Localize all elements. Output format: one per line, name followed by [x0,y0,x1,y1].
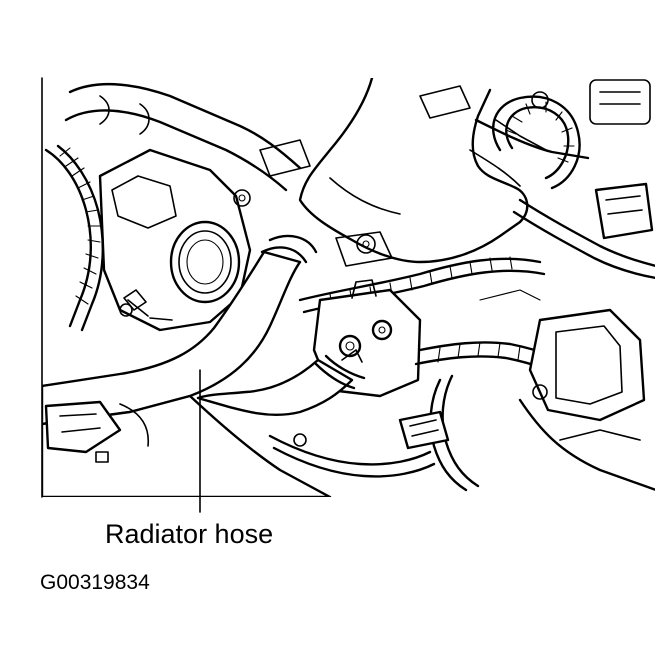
right-connectors [512,182,655,280]
figure-id: G00319834 [40,571,150,594]
throttle-body [98,148,252,332]
right-reservoir [518,308,655,492]
upper-hose [64,82,302,192]
lower-harness [268,341,602,492]
upper-right-harness [491,79,651,190]
engine-scene [42,78,655,497]
lower-left-bracket [44,400,149,463]
left-wiring-loom [44,144,104,332]
misc-components [123,85,549,311]
gloved-hand [298,78,590,264]
coolant-outlet [312,231,422,398]
radiator-hose-label: Radiator hose [105,519,274,549]
